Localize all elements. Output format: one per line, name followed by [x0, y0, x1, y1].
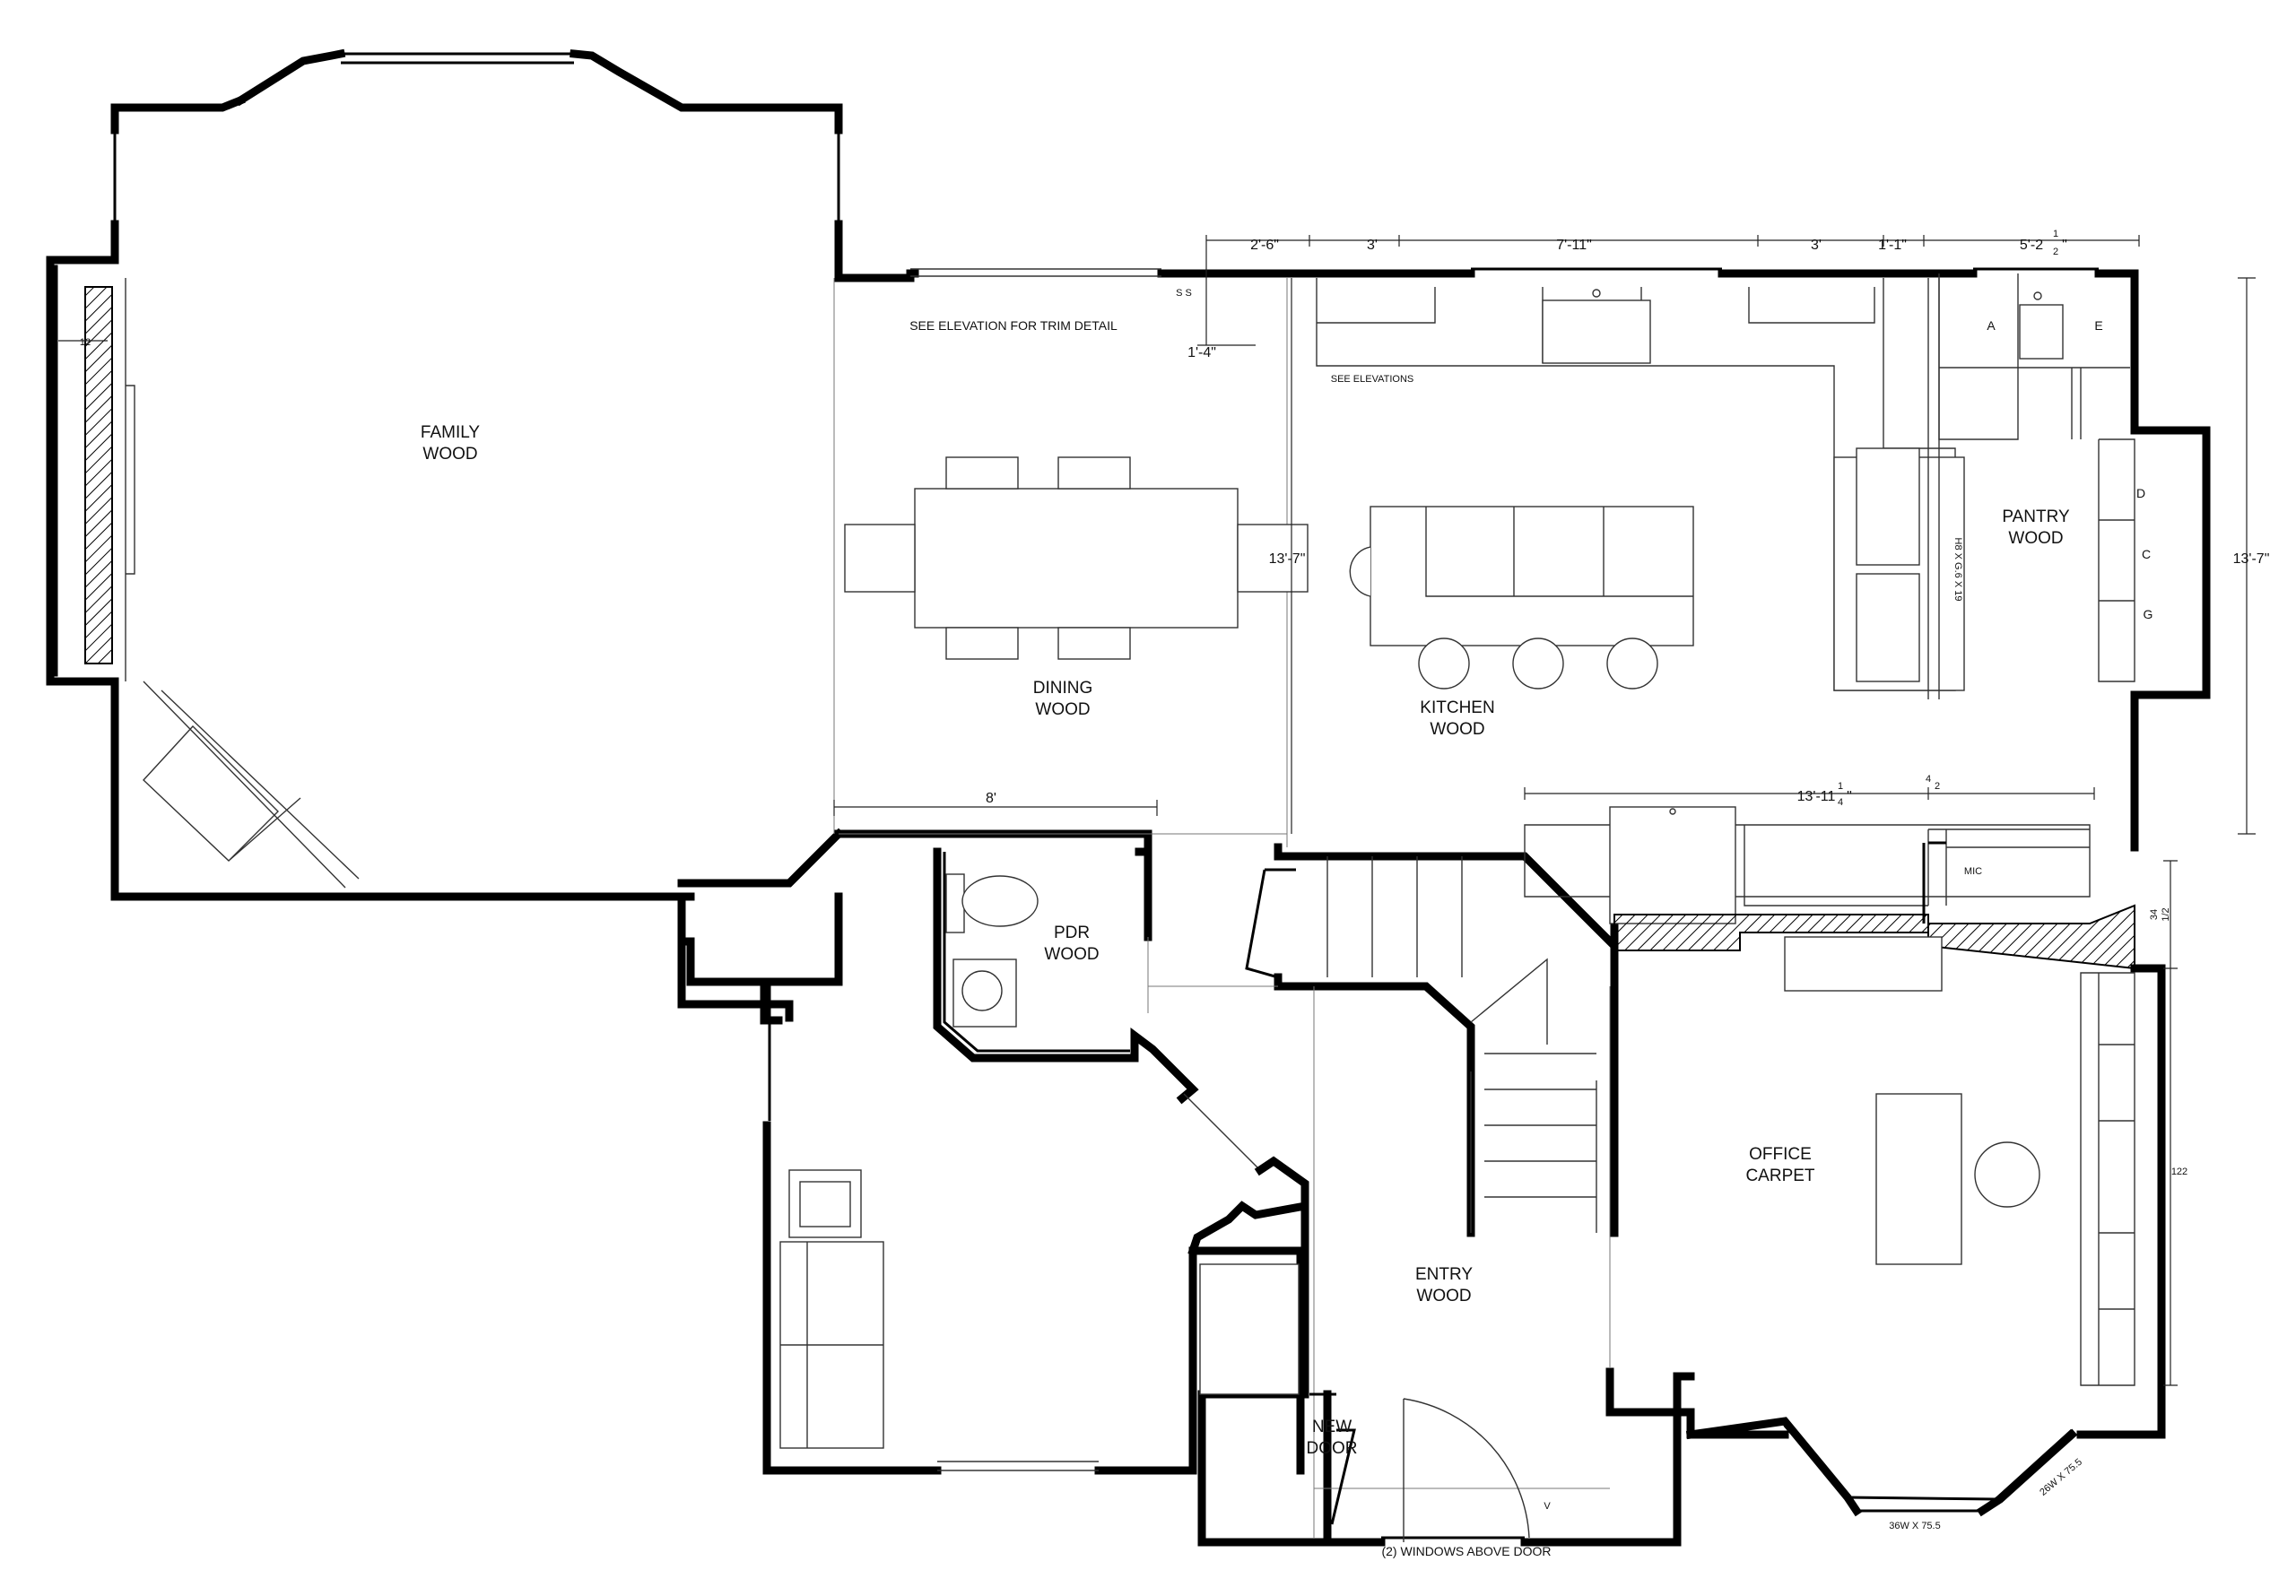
dim-dining-width: 8' — [986, 791, 996, 806]
new-door-line1: NEW — [1312, 1418, 1352, 1436]
cabinet-c: C — [2142, 547, 2151, 561]
kitchen-floor: WOOD — [1430, 720, 1484, 739]
office-furniture — [1784, 936, 2135, 1386]
dim-12: 12 — [80, 337, 91, 348]
dim-34-frac: 1/2 — [2161, 907, 2171, 921]
family-name: FAMILY — [421, 423, 480, 442]
entry-name: ENTRY — [1415, 1265, 1473, 1284]
walls — [46, 48, 2211, 1547]
cabinet-e: E — [2094, 318, 2102, 333]
entry-floor: WOOD — [1416, 1287, 1471, 1305]
dim-kitchen-depth: 13'-7" — [1269, 551, 1306, 567]
dim-2-6: 2'-6" — [1250, 238, 1279, 253]
cabinet-a: A — [1987, 318, 1996, 333]
ss-note: S S — [1176, 288, 1192, 299]
family-floor: WOOD — [422, 445, 477, 464]
trim-note: SEE ELEVATION FOR TRIM DETAIL — [909, 318, 1118, 333]
dim-counter-num: 1 — [1838, 781, 1843, 792]
v-note: V — [1544, 1501, 1551, 1512]
entry-door — [1309, 1392, 1530, 1542]
dim-34: 34 — [2149, 909, 2160, 920]
office-floor: CARPET — [1745, 1167, 1814, 1185]
dimension-text: 2'-6" 3' 7'-11" 3' 1'-1" 5'-2 1 2 " 1'-4… — [80, 229, 2270, 1177]
dim-counter: 13'-11 — [1797, 789, 1836, 804]
dim-5-2: 5'-2 — [2020, 238, 2043, 253]
window-36-note: 36W X 75.5 — [1889, 1521, 1940, 1531]
cabinet-g: G — [2144, 607, 2153, 621]
dim-quarter-den: 2 — [1935, 781, 1940, 792]
dim-3-b: 3' — [1811, 238, 1822, 253]
pdr-floor: WOOD — [1044, 945, 1099, 964]
dim-5-2-end: " — [2062, 238, 2067, 253]
elevations-note: SEE ELEVATIONS — [1331, 374, 1414, 385]
dining-floor: WOOD — [1035, 700, 1090, 719]
pdr-fixtures — [945, 873, 1039, 1028]
kitchen-counters — [1316, 273, 2135, 970]
dim-5-2-num: 1 — [2053, 229, 2058, 239]
dim-1-4: 1'-4" — [1187, 345, 1216, 360]
windows-note: (2) WINDOWS ABOVE DOOR — [1381, 1544, 1551, 1558]
dining-name: DINING — [1033, 679, 1093, 698]
dim-counter-den: 4 — [1838, 797, 1843, 808]
mic-note: MIC — [1964, 866, 1982, 877]
pantry-floor: WOOD — [2008, 529, 2063, 548]
cabinet-labels: A E D C G — [1987, 318, 2152, 621]
dim-pantry-depth: 13'-7" — [2233, 551, 2270, 567]
appliance-note: H8 X G.6 X 19 — [1952, 538, 1963, 602]
dim-1-1: 1'-1" — [1878, 238, 1907, 253]
dim-3-a: 3' — [1367, 238, 1378, 253]
dim-122: 122 — [2171, 1167, 2187, 1177]
dining-table-set — [844, 456, 1309, 660]
cabinet-d: D — [2136, 486, 2145, 500]
pantry-name: PANTRY — [2002, 507, 2070, 526]
new-door-line2: DOOR — [1307, 1439, 1358, 1458]
dim-7-11: 7'-11" — [1556, 238, 1592, 253]
lounge-furniture — [779, 1169, 1300, 1449]
pdr-name: PDR — [1054, 924, 1090, 942]
dim-counter-end: " — [1847, 789, 1852, 804]
dim-quarter: 4 — [1926, 774, 1931, 785]
room-labels: FAMILY WOOD DINING WOOD KITCHEN WOOD PAN… — [421, 423, 2070, 1458]
dim-5-2-den: 2 — [2053, 247, 2058, 257]
dimension-lines — [58, 235, 2256, 1386]
kitchen-name: KITCHEN — [1420, 698, 1494, 717]
office-name: OFFICE — [1749, 1145, 1812, 1164]
